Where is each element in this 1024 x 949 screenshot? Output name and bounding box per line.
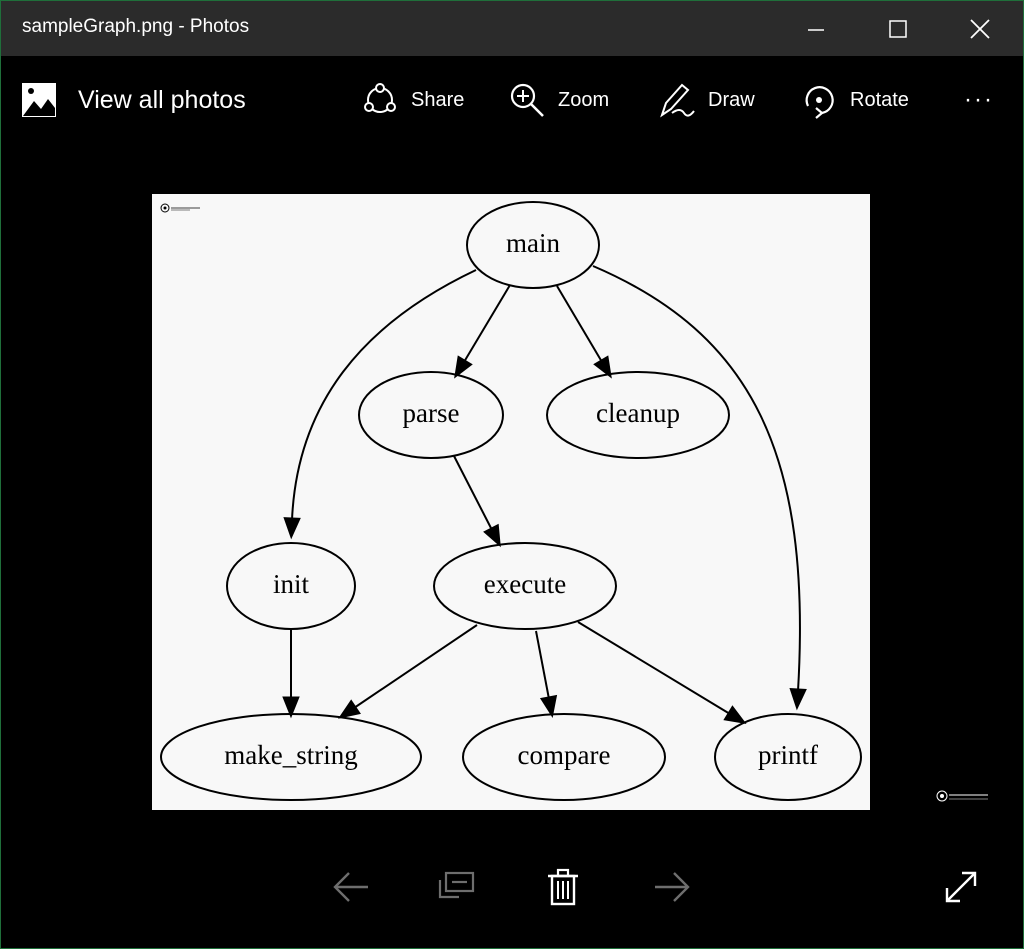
- pen-icon: [658, 81, 696, 119]
- arrowhead-main-to-parse: [454, 355, 473, 379]
- title-bar: sampleGraph.png - Photos: [1, 1, 1023, 56]
- edge-main-to-parse: [463, 284, 511, 363]
- draw-button[interactable]: Draw: [658, 56, 755, 144]
- node-ellipse-execute: [433, 542, 617, 630]
- arrow-left-icon: [333, 872, 368, 902]
- arrowhead-init-to-make_string: [282, 696, 300, 719]
- draw-label: Draw: [708, 88, 755, 111]
- edge-main-to-printf: [592, 265, 801, 692]
- slideshow-icon: [438, 871, 475, 899]
- arrowhead-execute-to-make_string: [337, 699, 361, 719]
- node-label-compare: compare: [518, 740, 611, 770]
- node-cleanup: cleanup: [546, 371, 730, 459]
- node-execute: execute: [433, 542, 617, 630]
- graph-edges: [282, 265, 807, 725]
- watermark-logo: [160, 203, 200, 213]
- more-icon: ···: [964, 86, 994, 113]
- slideshow-button[interactable]: [429, 859, 485, 915]
- fullscreen-button[interactable]: [933, 859, 989, 915]
- more-options-button[interactable]: ···: [959, 56, 999, 144]
- zoom-label: Zoom: [558, 88, 610, 111]
- node-ellipse-compare: [462, 713, 666, 801]
- node-parse: parse: [358, 371, 504, 459]
- fullscreen-icon: [945, 871, 977, 903]
- close-button[interactable]: [940, 1, 1020, 56]
- node-ellipse-init: [226, 542, 356, 630]
- node-label-make_string: make_string: [224, 740, 357, 770]
- rotate-button[interactable]: Rotate: [800, 56, 909, 144]
- graph-nodes: main parse cleanup init execute make_string co…: [160, 201, 862, 801]
- maximize-icon: [889, 19, 907, 38]
- call-graph: main parse cleanup init execute make_string co…: [160, 201, 862, 801]
- node-ellipse-make_string: [160, 713, 422, 801]
- arrowhead-execute-to-compare: [539, 694, 558, 719]
- node-printf: printf: [714, 713, 862, 801]
- photo-viewer-image[interactable]: main parse cleanup init execute make_string co…: [152, 194, 870, 810]
- edge-main-to-cleanup: [556, 285, 603, 363]
- view-all-photos-label: View all photos: [78, 85, 246, 114]
- node-ellipse-main: [466, 201, 600, 289]
- rotate-icon: [800, 81, 838, 119]
- maximize-button[interactable]: [858, 1, 938, 56]
- node-make_string: make_string: [160, 713, 422, 801]
- node-label-cleanup: cleanup: [596, 398, 680, 428]
- arrowhead-execute-to-printf: [723, 705, 747, 725]
- edge-execute-to-make_string: [353, 624, 478, 709]
- node-label-init: init: [273, 569, 310, 599]
- previous-photo-button[interactable]: [323, 859, 379, 915]
- arrowhead-main-to-init: [283, 517, 301, 540]
- node-ellipse-parse: [358, 371, 504, 459]
- close-icon: [970, 18, 990, 39]
- rotate-label: Rotate: [850, 88, 909, 111]
- trash-icon: [548, 868, 578, 906]
- node-label-execute: execute: [484, 569, 566, 599]
- delete-button[interactable]: [535, 859, 591, 915]
- share-button[interactable]: Share: [361, 56, 464, 144]
- minimize-icon: [808, 28, 824, 31]
- node-init: init: [226, 542, 356, 630]
- arrowhead-parse-to-execute: [483, 523, 501, 548]
- node-compare: compare: [462, 713, 666, 801]
- window-title: sampleGraph.png - Photos: [22, 16, 250, 37]
- arrow-right-icon: [655, 872, 690, 902]
- node-ellipse-cleanup: [546, 371, 730, 459]
- arrowhead-main-to-printf: [789, 687, 807, 711]
- edge-execute-to-compare: [535, 630, 550, 700]
- minimize-button[interactable]: [776, 1, 856, 56]
- share-label: Share: [411, 88, 465, 111]
- node-main: main: [466, 201, 600, 289]
- zoom-icon: [508, 81, 546, 119]
- next-photo-button[interactable]: [644, 859, 700, 915]
- node-label-printf: printf: [758, 740, 818, 770]
- photos-icon: [21, 82, 57, 118]
- zoom-button[interactable]: Zoom: [508, 56, 609, 144]
- arrowhead-main-to-cleanup: [593, 355, 612, 379]
- view-all-photos-button[interactable]: View all photos: [21, 56, 246, 144]
- watermark-logo-outside: [936, 790, 988, 802]
- node-label-parse: parse: [403, 398, 460, 428]
- edge-main-to-init: [291, 269, 477, 521]
- node-label-main: main: [506, 228, 560, 258]
- node-ellipse-printf: [714, 713, 862, 801]
- edge-parse-to-execute: [453, 455, 493, 531]
- share-icon: [361, 81, 399, 119]
- edge-execute-to-printf: [577, 621, 731, 715]
- toolbar: View all photos Share: [1, 56, 1023, 144]
